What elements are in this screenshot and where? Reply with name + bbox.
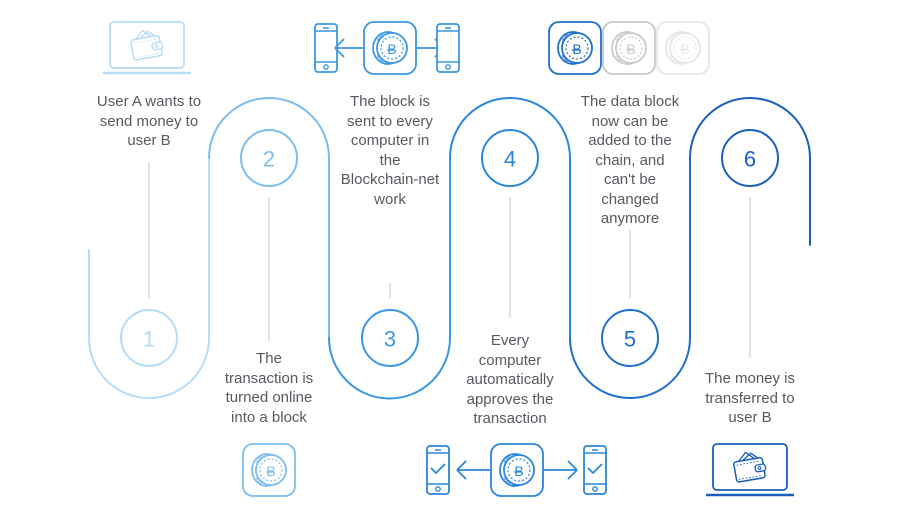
step-5-icon-coin-chain-icon <box>548 21 710 75</box>
step-1-number: 1 <box>143 327 155 352</box>
step-1-caption: User A wants to send money to user B <box>96 93 202 149</box>
path-segment-5 <box>569 157 691 399</box>
step-5-caption: The data block now can be added to the c… <box>580 93 680 227</box>
step-6-caption: The money is transferred to user B <box>704 370 796 426</box>
step-2-number: 2 <box>263 147 275 172</box>
step-3-number-badge: 3 <box>361 309 419 367</box>
step-4-number: 4 <box>504 147 516 172</box>
step-5-number-badge: 5 <box>601 309 659 367</box>
step-4-circle <box>481 129 539 187</box>
step-1-number-badge: 1 <box>120 309 178 367</box>
step-3-caption: The block is sent to every computer in t… <box>340 93 440 208</box>
chain-coin-empty <box>656 21 710 75</box>
step-3-number: 3 <box>384 327 396 352</box>
step-6-number-badge: 6 <box>721 129 779 187</box>
step-6-circle <box>721 129 779 187</box>
step-3-circle <box>361 309 419 367</box>
step-5-circle <box>601 309 659 367</box>
step-6-icon-laptop-wallet-icon <box>706 443 794 497</box>
step-2-circle <box>240 129 298 187</box>
chain-coin-added <box>548 21 602 75</box>
path-segment-3 <box>328 157 451 400</box>
step-2-icon-bitcoin-coin-icon <box>242 443 296 497</box>
step-4-caption: Every computer automatically approves th… <box>466 332 554 427</box>
path-segment-1 <box>88 157 210 399</box>
step-1-icon-laptop-wallet-icon <box>103 21 191 75</box>
path-segment-6 <box>689 97 811 246</box>
step-3-icon-broadcast-block-icon <box>314 21 460 75</box>
chain-coin-pending <box>602 21 656 75</box>
path-segment-4 <box>449 97 571 339</box>
step-4-icon-approve-phones-icon <box>426 443 607 497</box>
step-4-number-badge: 4 <box>481 129 539 187</box>
step-5-number: 5 <box>624 327 636 352</box>
step-1-circle <box>120 309 178 367</box>
step-6-number: 6 <box>744 147 756 172</box>
step-2-number-badge: 2 <box>240 129 298 187</box>
path-segment-2 <box>208 97 330 339</box>
step-2-caption: The transaction is turned online into a … <box>224 350 314 426</box>
